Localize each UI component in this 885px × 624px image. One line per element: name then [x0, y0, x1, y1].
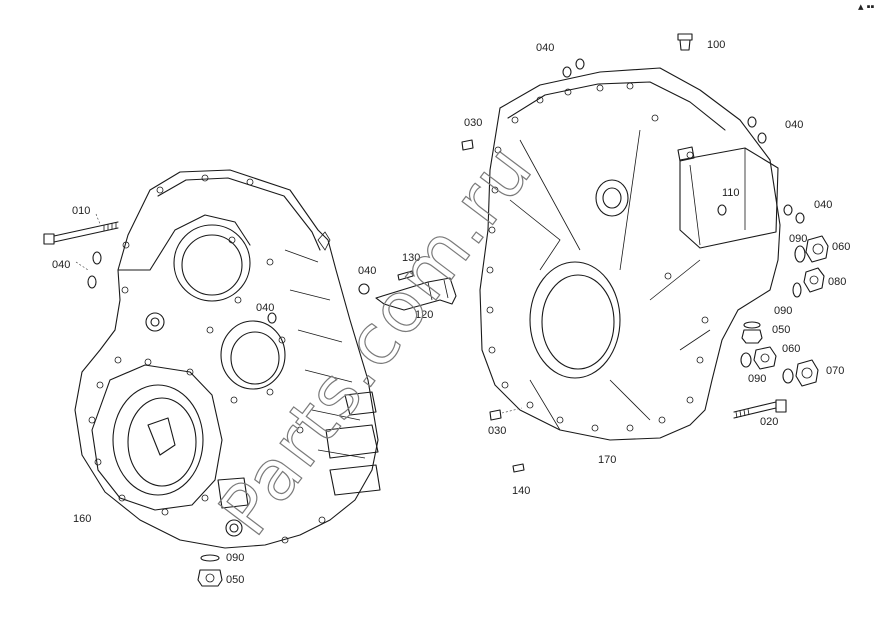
- label-140: 140: [512, 485, 530, 497]
- label-090-left: 090: [226, 552, 244, 564]
- label-160: 160: [73, 513, 91, 525]
- label-010: 010: [72, 205, 90, 217]
- watermark: Parts.com.ru: [203, 129, 549, 550]
- label-090-right-a: 090: [789, 233, 807, 245]
- label-040-mid: 040: [256, 302, 274, 314]
- washer-090-plug-060-right: 090 060: [789, 233, 850, 263]
- plug-060-right-b: 060: [740, 343, 800, 370]
- label-170: 170: [598, 454, 616, 466]
- washer-090-nut-050-right: 090 050: [741, 305, 792, 344]
- sleeve-040-top: 040: [536, 42, 585, 78]
- label-040-right-mid: 040: [814, 199, 832, 211]
- pin-030-top: 030: [461, 117, 482, 151]
- plug-100: 100: [677, 33, 725, 51]
- label-050-right: 050: [772, 324, 790, 336]
- sleeve-040-center: 040: [358, 265, 376, 295]
- label-040-top: 040: [536, 42, 554, 54]
- label-040-right-top: 040: [785, 119, 803, 131]
- right-housing-170: 170: [479, 67, 781, 466]
- label-110: 110: [722, 187, 740, 199]
- plate-120: 120: [375, 277, 457, 321]
- label-070: 070: [826, 365, 844, 377]
- bolt-010: 010: [43, 205, 119, 245]
- label-060-right-b: 060: [782, 343, 800, 355]
- washer-090-plug-070: 090 070: [748, 359, 844, 387]
- label-090-right-b: 090: [774, 305, 792, 317]
- pin-110: 110: [717, 187, 740, 216]
- pin-140: 140: [512, 463, 530, 497]
- pin-130: 130: [397, 252, 420, 281]
- sleeve-040-right-top: 040: [747, 116, 803, 144]
- corner-mark: ▴ ▪▪: [858, 1, 874, 13]
- washer-090-nut-050-left: 090 050: [197, 552, 244, 587]
- label-120: 120: [415, 309, 433, 321]
- bolt-020: 020: [733, 399, 787, 428]
- left-housing-160: 160: [73, 169, 381, 549]
- label-090-right-c: 090: [748, 373, 766, 385]
- label-040-center: 040: [358, 265, 376, 277]
- sleeve-040-left-b: 040: [256, 302, 277, 324]
- label-030-top: 030: [464, 117, 482, 129]
- label-060-right-a: 060: [832, 241, 850, 253]
- sleeve-040-right-mid: 040: [783, 199, 832, 224]
- label-020: 020: [760, 416, 778, 428]
- label-030-bottom: 030: [488, 425, 506, 437]
- pin-030-bottom: 030: [488, 407, 523, 437]
- label-080: 080: [828, 276, 846, 288]
- plug-080: 080: [792, 267, 846, 298]
- label-040-left: 040: [52, 259, 70, 271]
- label-130: 130: [402, 252, 420, 264]
- sleeve-040-left-a: 040: [52, 251, 102, 289]
- label-100: 100: [707, 39, 725, 51]
- label-050-left: 050: [226, 574, 244, 586]
